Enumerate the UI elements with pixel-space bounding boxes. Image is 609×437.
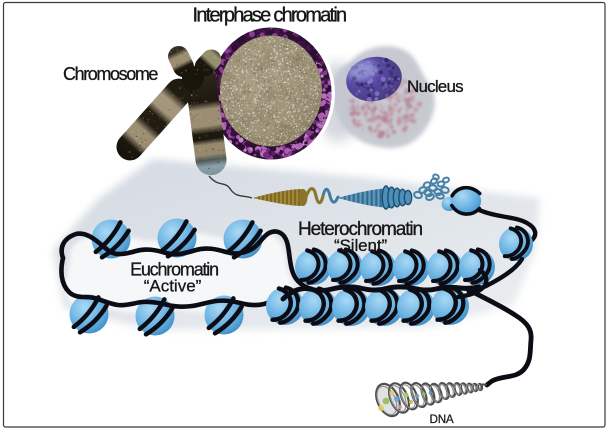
svg-text:Nucleus: Nucleus bbox=[407, 77, 463, 96]
svg-text:Chromosome: Chromosome bbox=[63, 64, 158, 84]
svg-text:DNA: DNA bbox=[429, 413, 453, 426]
svg-text:Heterochromatin: Heterochromatin bbox=[298, 219, 422, 240]
svg-text:Interphase chromatin: Interphase chromatin bbox=[193, 5, 347, 27]
svg-text:Euchromatin: Euchromatin bbox=[130, 260, 218, 280]
svg-text:“Silent”: “Silent” bbox=[334, 236, 387, 255]
svg-text:“Active”: “Active” bbox=[144, 277, 202, 296]
